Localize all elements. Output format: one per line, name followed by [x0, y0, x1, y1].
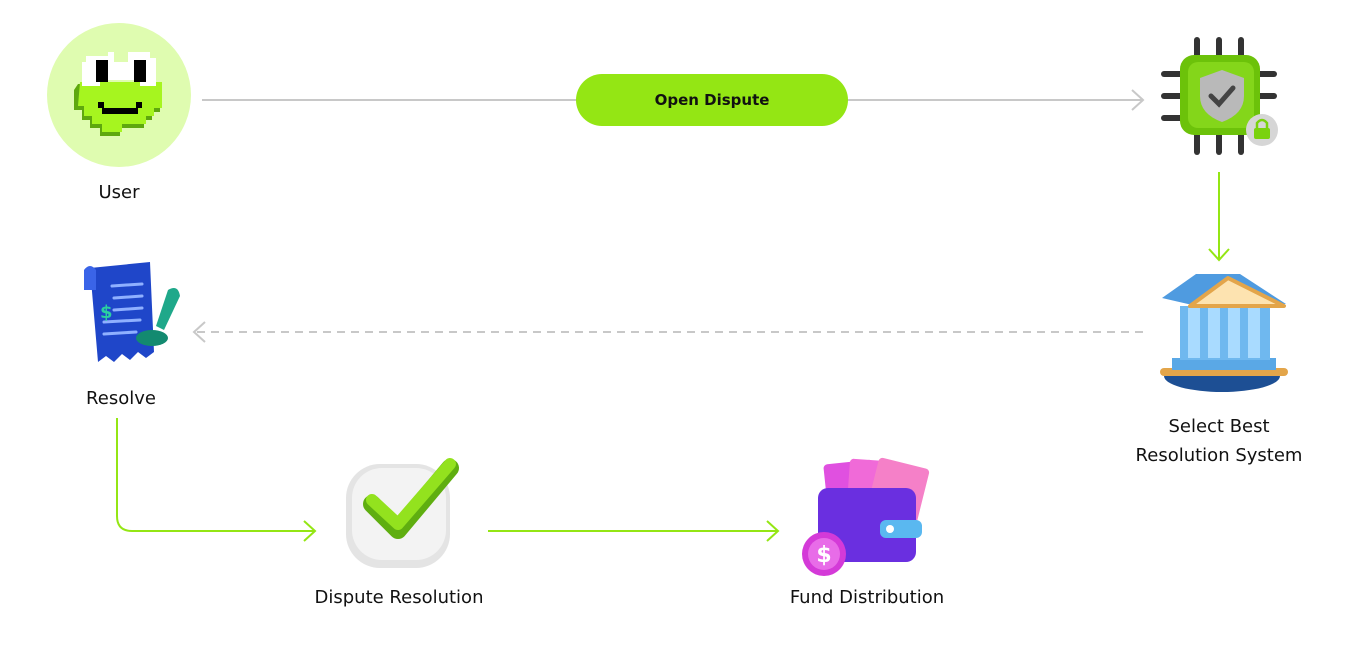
resolve-label: Resolve [86, 388, 156, 409]
svg-text:$: $ [100, 302, 113, 323]
open-dispute-label: Open Dispute [655, 91, 770, 109]
frog-avatar-icon [47, 23, 191, 167]
checkmark-icon [346, 458, 459, 568]
user-label: User [98, 182, 140, 203]
document-stamp-icon: $ [84, 262, 180, 362]
dispute-resolution-label: Dispute Resolution [315, 587, 484, 608]
bank-building-icon [1160, 274, 1288, 392]
fund-distribution-label: Fund Distribution [790, 587, 944, 608]
select-system-label-line1: Select Best [1168, 416, 1269, 437]
select-system-label-line2: Resolution System [1136, 445, 1303, 466]
edge-chip-to-bank [1208, 172, 1230, 262]
edge-resolve-to-dispute [116, 418, 317, 542]
edge-bank-to-resolve [192, 321, 1143, 343]
svg-text:$: $ [816, 543, 831, 568]
secure-chip-icon [1161, 37, 1278, 155]
wallet-icon: $ [802, 457, 930, 576]
edge-dispute-to-fund [488, 520, 780, 542]
open-dispute-pill: Open Dispute [576, 74, 848, 126]
